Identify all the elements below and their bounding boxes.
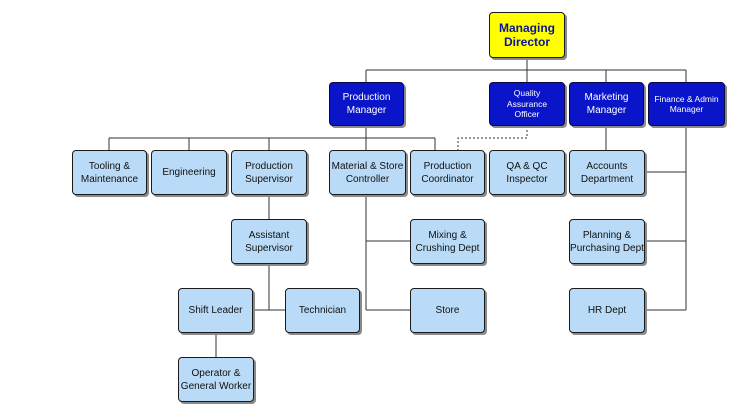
hr-dept-box: HR Dept [569, 288, 645, 333]
quality-assurance-officer-label: Quality Assurance Officer [506, 88, 548, 120]
shift-leader-box: Shift Leader [178, 288, 253, 333]
finance-admin-manager-box: Finance & Admin Manager [648, 82, 725, 126]
engineering-box: Engineering [151, 150, 227, 195]
accounts-department-box: Accounts Department [569, 150, 645, 195]
planning-purchasing-dept-box: Planning & Purchasing Dept [569, 219, 645, 264]
managing-director-label: Managing Director [499, 21, 555, 49]
accounts-department-label: Accounts Department [580, 160, 634, 185]
material-store-controller-box: Material & Store Controller [329, 150, 406, 195]
production-supervisor-label: Production Supervisor [245, 160, 293, 185]
production-manager-box: Production Manager [329, 82, 404, 126]
mixing-crushing-dept-box: Mixing & Crushing Dept [410, 219, 485, 264]
store-label: Store [435, 305, 460, 316]
planning-purchasing-dept-label: Planning & Purchasing Dept [570, 229, 644, 254]
technician-box: Technician [285, 288, 360, 333]
technician-label: Technician [298, 305, 347, 316]
managing-director-box: Managing Director [489, 12, 565, 58]
engineering-label: Engineering [162, 167, 216, 178]
marketing-manager-label: Marketing Manager [584, 92, 629, 116]
connector-qa-dotted [457, 126, 528, 150]
qa-qc-inspector-box: QA & QC Inspector [489, 150, 565, 195]
quality-assurance-officer-box: Quality Assurance Officer [489, 82, 565, 126]
production-coordinator-box: Production Coordinator [410, 150, 485, 195]
marketing-manager-box: Marketing Manager [569, 82, 644, 126]
assistant-supervisor-box: Assistant Supervisor [231, 219, 307, 264]
store-box: Store [410, 288, 485, 333]
tooling-maintenance-label: Tooling & Maintenance [80, 160, 139, 185]
finance-admin-manager-label: Finance & Admin Manager [654, 93, 719, 115]
production-coordinator-label: Production Coordinator [421, 160, 474, 185]
operator-general-worker-box: Operator & General Worker [178, 357, 254, 402]
material-store-controller-label: Material & Store Controller [331, 160, 404, 185]
tooling-maintenance-box: Tooling & Maintenance [72, 150, 147, 195]
shift-leader-label: Shift Leader [188, 305, 243, 316]
hr-dept-label: HR Dept [587, 305, 627, 316]
production-manager-label: Production Manager [342, 92, 391, 116]
qa-qc-inspector-label: QA & QC Inspector [506, 160, 548, 185]
mixing-crushing-dept-label: Mixing & Crushing Dept [415, 229, 480, 254]
assistant-supervisor-label: Assistant Supervisor [245, 229, 293, 254]
operator-general-worker-label: Operator & General Worker [180, 367, 252, 392]
production-supervisor-box: Production Supervisor [231, 150, 307, 195]
